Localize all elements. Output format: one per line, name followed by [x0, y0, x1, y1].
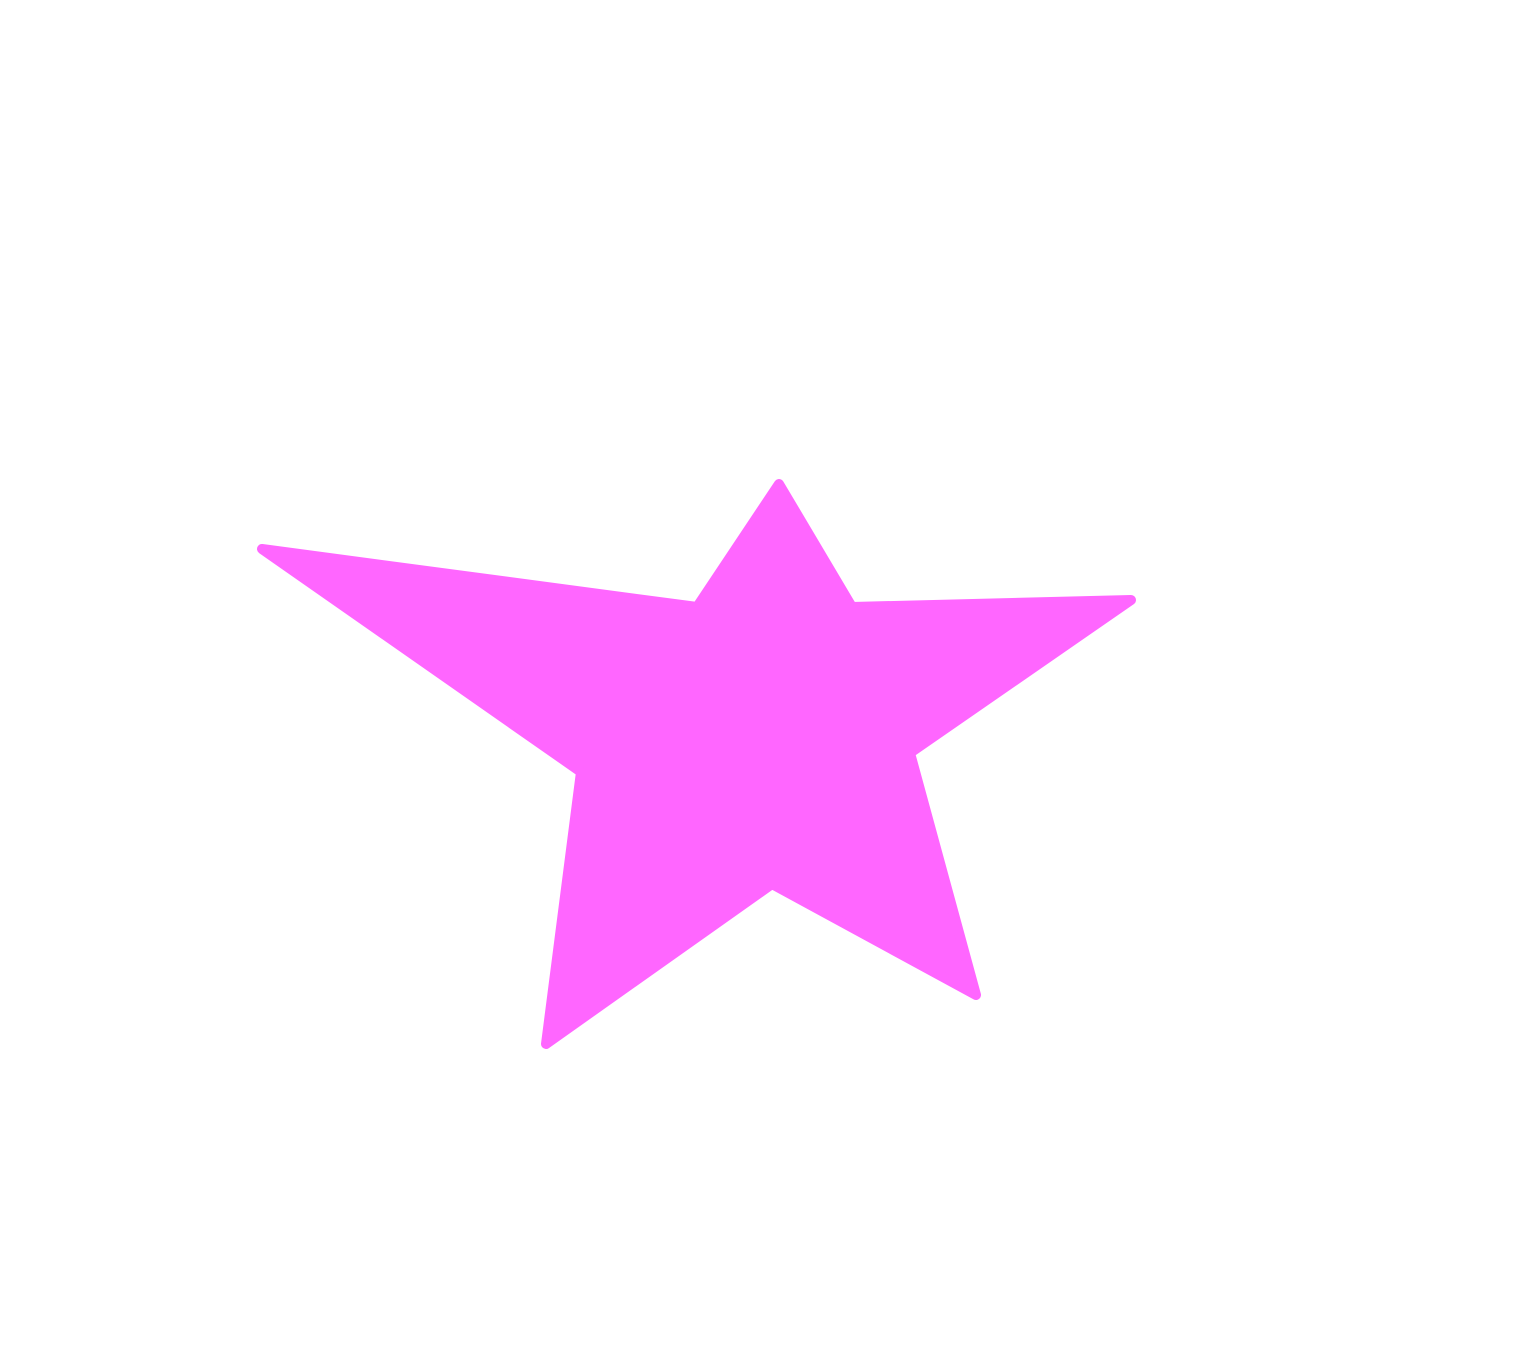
- pink-star-shape[interactable]: [257, 479, 1136, 1049]
